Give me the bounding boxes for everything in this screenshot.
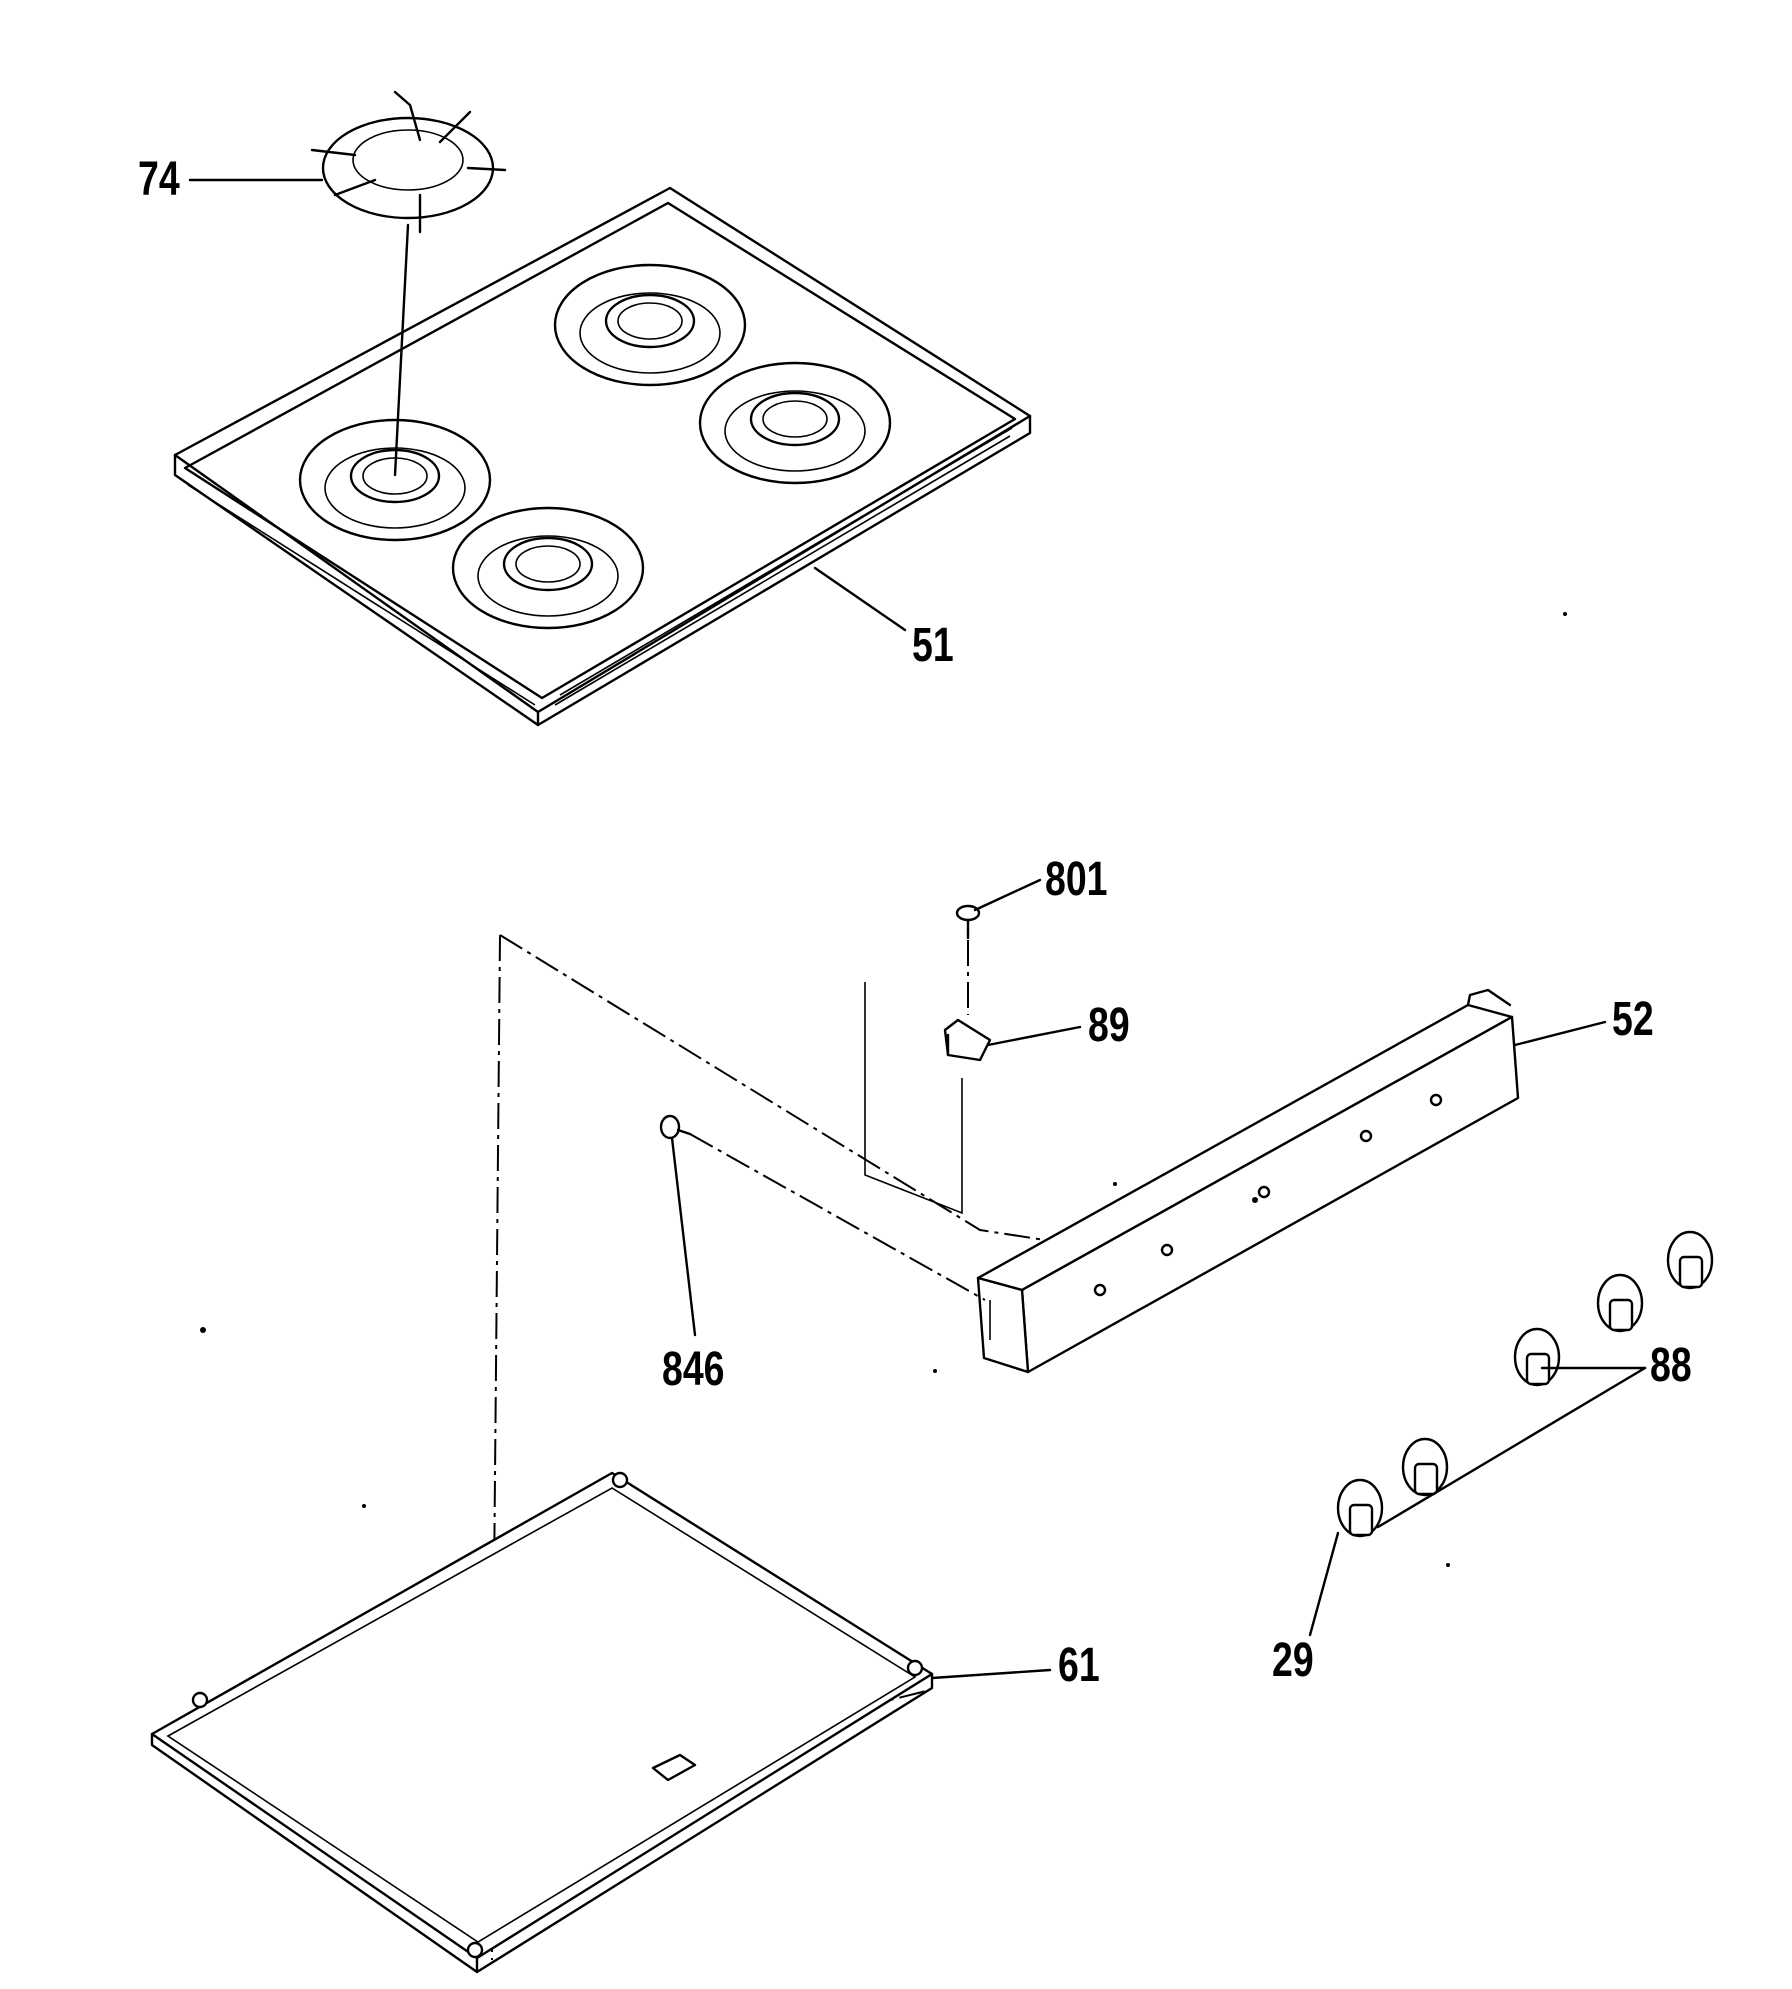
- callout-846: 846: [662, 1343, 725, 1396]
- burner-bowl-front: [451, 506, 645, 630]
- cooktop-part: [173, 186, 1032, 727]
- grate-alignment-line: [393, 223, 410, 477]
- bracket-part: [943, 1018, 992, 1062]
- callout-89: 89: [1088, 999, 1130, 1052]
- manifold-panel-part: [976, 988, 1520, 1374]
- bottom-panel-part: [150, 1471, 934, 1974]
- grate-part: [310, 90, 507, 234]
- leader-lines: [188, 178, 1647, 1680]
- knob-1: [1336, 1478, 1384, 1538]
- knob-5: [1666, 1230, 1714, 1290]
- callout-61: 61: [1058, 1639, 1100, 1692]
- screw-part: [955, 904, 981, 940]
- knob-3: [1513, 1327, 1561, 1387]
- knob-4: [1596, 1273, 1644, 1333]
- callout-74: 74: [138, 153, 180, 206]
- callout-29: 29: [1272, 1634, 1314, 1687]
- callout-52: 52: [1612, 993, 1654, 1046]
- pin-part: [659, 1114, 692, 1140]
- burner-bowl-back: [553, 263, 747, 387]
- knob-2: [1401, 1437, 1449, 1497]
- callout-88: 88: [1650, 1339, 1692, 1392]
- callout-801: 801: [1045, 853, 1108, 906]
- callout-51: 51: [912, 619, 954, 672]
- scan-specks: [200, 612, 1567, 1567]
- burner-bowl-right: [698, 361, 892, 485]
